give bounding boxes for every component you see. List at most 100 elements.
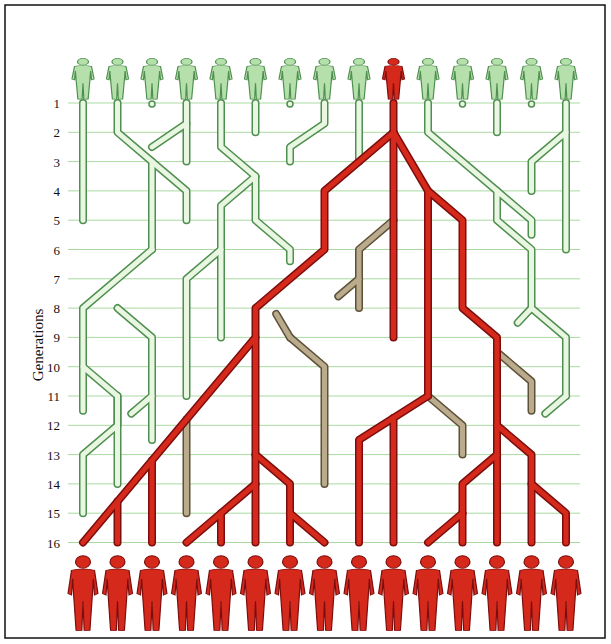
figure-body <box>451 66 473 100</box>
lineage-line <box>81 103 86 220</box>
lineage-outline <box>252 337 260 542</box>
lineage-outline <box>183 419 191 513</box>
lineage-line <box>495 103 500 132</box>
human-figure <box>206 556 236 631</box>
human-figure <box>103 556 133 631</box>
lineage-line <box>532 103 567 191</box>
human-figure <box>275 556 305 631</box>
lineage-outline <box>497 191 532 235</box>
frame <box>5 5 605 638</box>
figure-head <box>112 58 123 65</box>
axis-title: Generations <box>31 309 46 381</box>
human-figure <box>344 556 374 631</box>
lineage-outline <box>118 308 153 440</box>
figure-head <box>146 58 157 65</box>
figure-head <box>283 556 298 568</box>
lineage-line <box>359 220 394 308</box>
lineage-line <box>497 191 532 235</box>
figure-head <box>457 58 468 65</box>
lineage-outline <box>252 103 260 132</box>
end-circle <box>149 101 155 107</box>
end-circle <box>529 101 535 107</box>
lineage-outline <box>428 513 463 542</box>
generation-number: 8 <box>54 302 61 315</box>
figure-body <box>141 66 163 100</box>
lineage-outline <box>148 460 156 542</box>
figure-head <box>319 58 330 65</box>
human-figure <box>551 556 581 631</box>
lineage-line <box>150 460 155 542</box>
lineage-outline <box>79 367 87 411</box>
figure-body <box>555 66 577 100</box>
human-figure <box>348 58 370 99</box>
lineage-line <box>219 513 224 542</box>
grid-line <box>68 161 580 162</box>
figure-head <box>214 556 229 568</box>
generation-number: 13 <box>47 448 60 461</box>
lineage-line <box>545 396 566 414</box>
figure-body <box>382 66 404 100</box>
figure-head <box>179 556 194 568</box>
lineage-line <box>118 308 153 440</box>
end-circle <box>460 101 466 107</box>
lineage-line <box>152 103 187 147</box>
lineage-outline <box>118 103 153 250</box>
lineage-outline <box>493 103 501 132</box>
lineage-line <box>253 103 258 132</box>
figure-body <box>551 569 581 631</box>
figure-body <box>348 66 370 100</box>
figure-body <box>241 569 271 631</box>
human-figure <box>517 556 547 631</box>
human-figure <box>417 58 439 99</box>
human-figure <box>382 58 404 99</box>
lineage-outline <box>131 396 152 414</box>
lineage-line <box>428 513 463 542</box>
lineage-line <box>152 162 187 221</box>
lineage-line <box>221 103 290 261</box>
lineage-line <box>115 501 120 542</box>
lineage-line <box>131 396 152 414</box>
figure-head <box>560 58 571 65</box>
lineage-outline <box>428 191 497 543</box>
lineage-line <box>394 132 429 396</box>
figure-body <box>517 569 547 631</box>
generation-number: 1 <box>54 97 61 110</box>
lineage-line <box>115 396 120 484</box>
figure-body <box>244 66 266 100</box>
figure-head <box>421 556 436 568</box>
lineage-line <box>391 103 396 132</box>
figure-body <box>482 569 512 631</box>
generation-number: 3 <box>54 155 61 168</box>
human-figure <box>279 58 301 99</box>
lineage-outline <box>562 132 570 249</box>
figure-body <box>417 66 439 100</box>
figure-body <box>210 66 232 100</box>
human-figure <box>313 58 335 99</box>
figure-head <box>422 58 433 65</box>
lineage-line <box>518 308 532 323</box>
figure-head <box>110 556 125 568</box>
figure-body <box>310 569 340 631</box>
figure-head <box>524 556 539 568</box>
surviving-lineage <box>83 103 566 543</box>
lineage-outline <box>290 337 325 484</box>
lineage-outline <box>518 308 532 323</box>
figure-head <box>77 58 88 65</box>
figure-body <box>175 66 197 100</box>
figure-body <box>172 569 202 631</box>
figure-body <box>206 569 236 631</box>
generation-number: 11 <box>47 390 60 403</box>
lineage-outline <box>528 484 536 543</box>
lineage-outline <box>359 220 394 308</box>
figure-body <box>68 569 98 631</box>
figure-head <box>215 58 226 65</box>
human-figure <box>210 58 232 99</box>
generation-number: 14 <box>47 477 60 490</box>
figure-head <box>181 58 192 65</box>
human-figure <box>241 556 271 631</box>
lineage-line <box>83 132 394 542</box>
figure-body <box>106 66 128 100</box>
lineage-outline <box>390 132 398 337</box>
